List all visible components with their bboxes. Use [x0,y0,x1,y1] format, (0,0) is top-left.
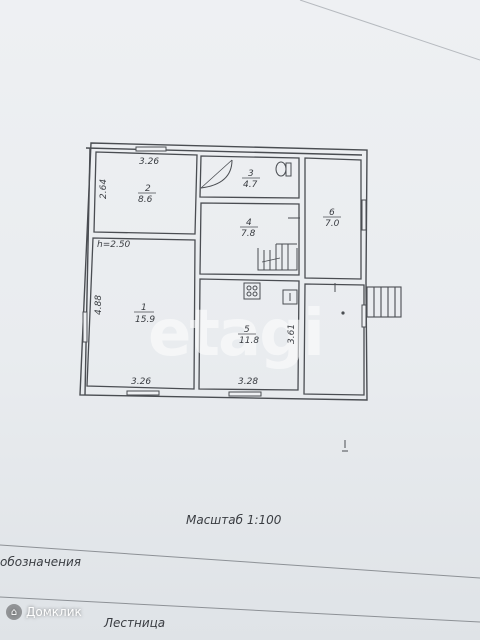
windows [82,146,367,397]
dimension-label: 4.88 [94,295,104,315]
house-icon: ⌂ [6,604,22,620]
room-number: 4 [246,218,252,228]
toilet-icon [275,161,292,177]
dimension-label: 3.28 [238,377,258,387]
room-number: 2 [145,184,151,194]
room-area: 11.8 [239,336,259,346]
room-area: 4.7 [243,180,258,190]
dimension-label: 3.26 [139,157,159,167]
room-area: 8.6 [138,195,153,205]
legend-title: обозначения [0,555,81,569]
sink-icon [282,289,298,305]
room-5-label: 5 11.8 [238,325,259,346]
door-swing [200,159,233,189]
room-2-label: 2 8.6 [138,184,156,205]
inner-staircase [257,243,298,271]
dimension-ticks [288,217,348,452]
ceiling-height-label: h=2.50 [97,240,131,250]
entrance-marker [341,311,345,315]
dimension-label: 3.61 [287,324,297,344]
room-1-label: 1 15.9 [134,303,155,325]
legend-item-stairs: Лестница [103,616,165,630]
outer-walls [79,142,368,401]
room-area: 7.8 [241,229,256,239]
interior-walls [86,151,365,396]
room-6-label: 6 7.0 [323,208,341,229]
stove-icon [243,282,261,300]
domclick-logo: ⌂ Домклик [6,604,82,620]
sheet-border-line [0,596,480,623]
room-area: 7.0 [325,219,340,229]
entrance-stairs [366,286,402,318]
room-number: 6 [329,208,335,218]
scale-label: Масштаб 1:100 [186,513,282,527]
sheet-border-line [299,0,480,61]
room-number: 1 [141,303,147,313]
room-area: 15.9 [135,315,155,325]
dimension-label: 3.26 [131,377,151,387]
watermark-logo: etagi [148,297,323,371]
room-number: 5 [244,325,250,335]
dimension-label: 2.64 [99,179,109,199]
room-4-label: 4 7.8 [240,218,258,239]
room-3-label: 3 4.7 [242,169,260,190]
room-number: 3 [248,169,254,179]
door-leaf [200,159,233,189]
logo-text: Домклик [26,605,82,619]
sheet-border-line [0,544,480,579]
